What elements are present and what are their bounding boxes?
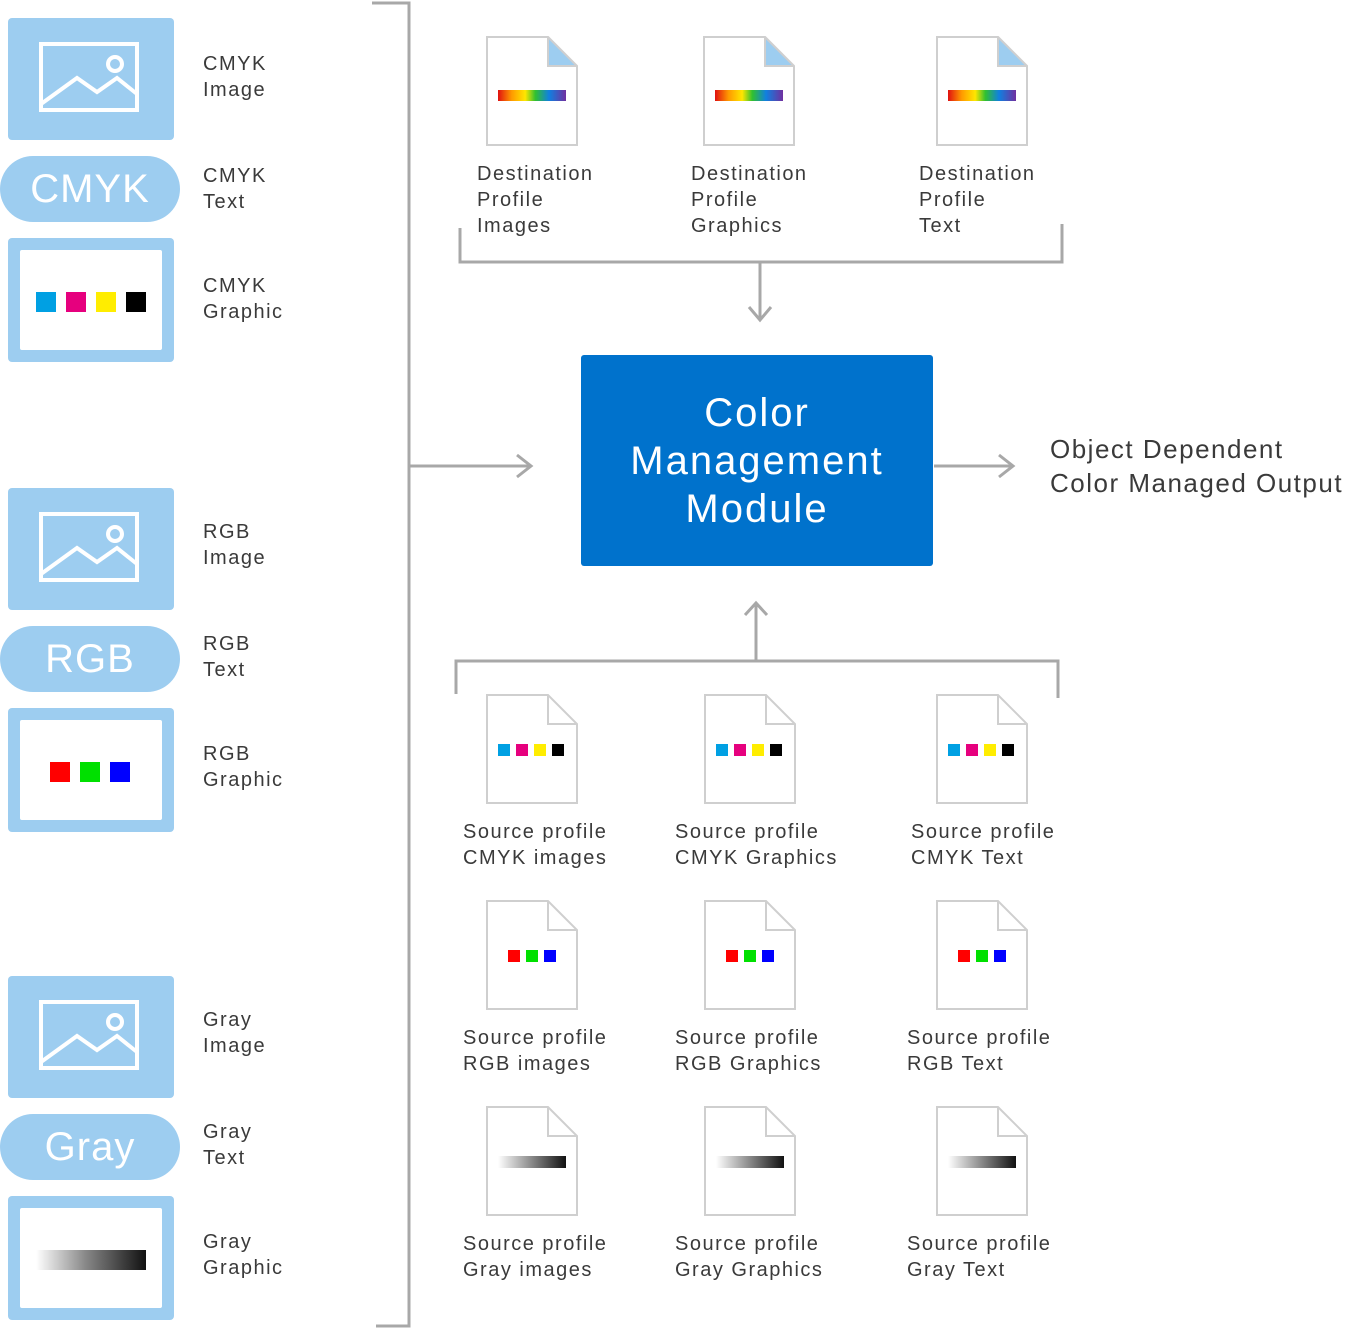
rgb-image-tile <box>8 488 174 610</box>
document-icon <box>704 1106 796 1216</box>
document-icon <box>486 900 578 1010</box>
cmyk-graphic-tile <box>8 238 174 362</box>
spectrum-swatch <box>948 90 1016 101</box>
gray-gradient <box>36 1250 146 1270</box>
document-icon <box>936 1106 1028 1216</box>
document-icon <box>486 1106 578 1216</box>
picture-icon <box>39 1000 139 1070</box>
spectrum-swatch <box>715 90 783 101</box>
cmyk-swatches <box>948 744 1014 756</box>
spectrum-swatch <box>498 90 566 101</box>
gray-text-pill: Gray <box>0 1114 180 1180</box>
rgb-swatches <box>726 950 774 962</box>
document-icon <box>486 36 578 146</box>
document-icon <box>936 694 1028 804</box>
rgb-text-pill: RGB <box>0 626 180 692</box>
cmyk-swatches <box>716 744 782 756</box>
document-icon <box>703 36 795 146</box>
document-icon <box>704 900 796 1010</box>
input-bracket <box>372 1 411 1328</box>
document-icon <box>936 36 1028 146</box>
source-bracket <box>454 659 1060 698</box>
document-icon <box>936 900 1028 1010</box>
rgb-graphic-tile <box>8 708 174 832</box>
rgb-swatches <box>958 950 1006 962</box>
rgb-swatches <box>508 950 556 962</box>
gray-gradient <box>498 1156 566 1168</box>
cmyk-swatches <box>498 744 564 756</box>
document-icon <box>704 694 796 804</box>
gray-graphic-tile <box>8 1196 174 1320</box>
gray-gradient <box>716 1156 784 1168</box>
picture-icon <box>39 512 139 582</box>
document-icon <box>486 694 578 804</box>
cmyk-text-pill: CMYK <box>0 156 180 222</box>
cmyk-image-tile <box>8 18 174 140</box>
gray-image-tile <box>8 976 174 1098</box>
gray-gradient <box>948 1156 1016 1168</box>
picture-icon <box>39 42 139 112</box>
